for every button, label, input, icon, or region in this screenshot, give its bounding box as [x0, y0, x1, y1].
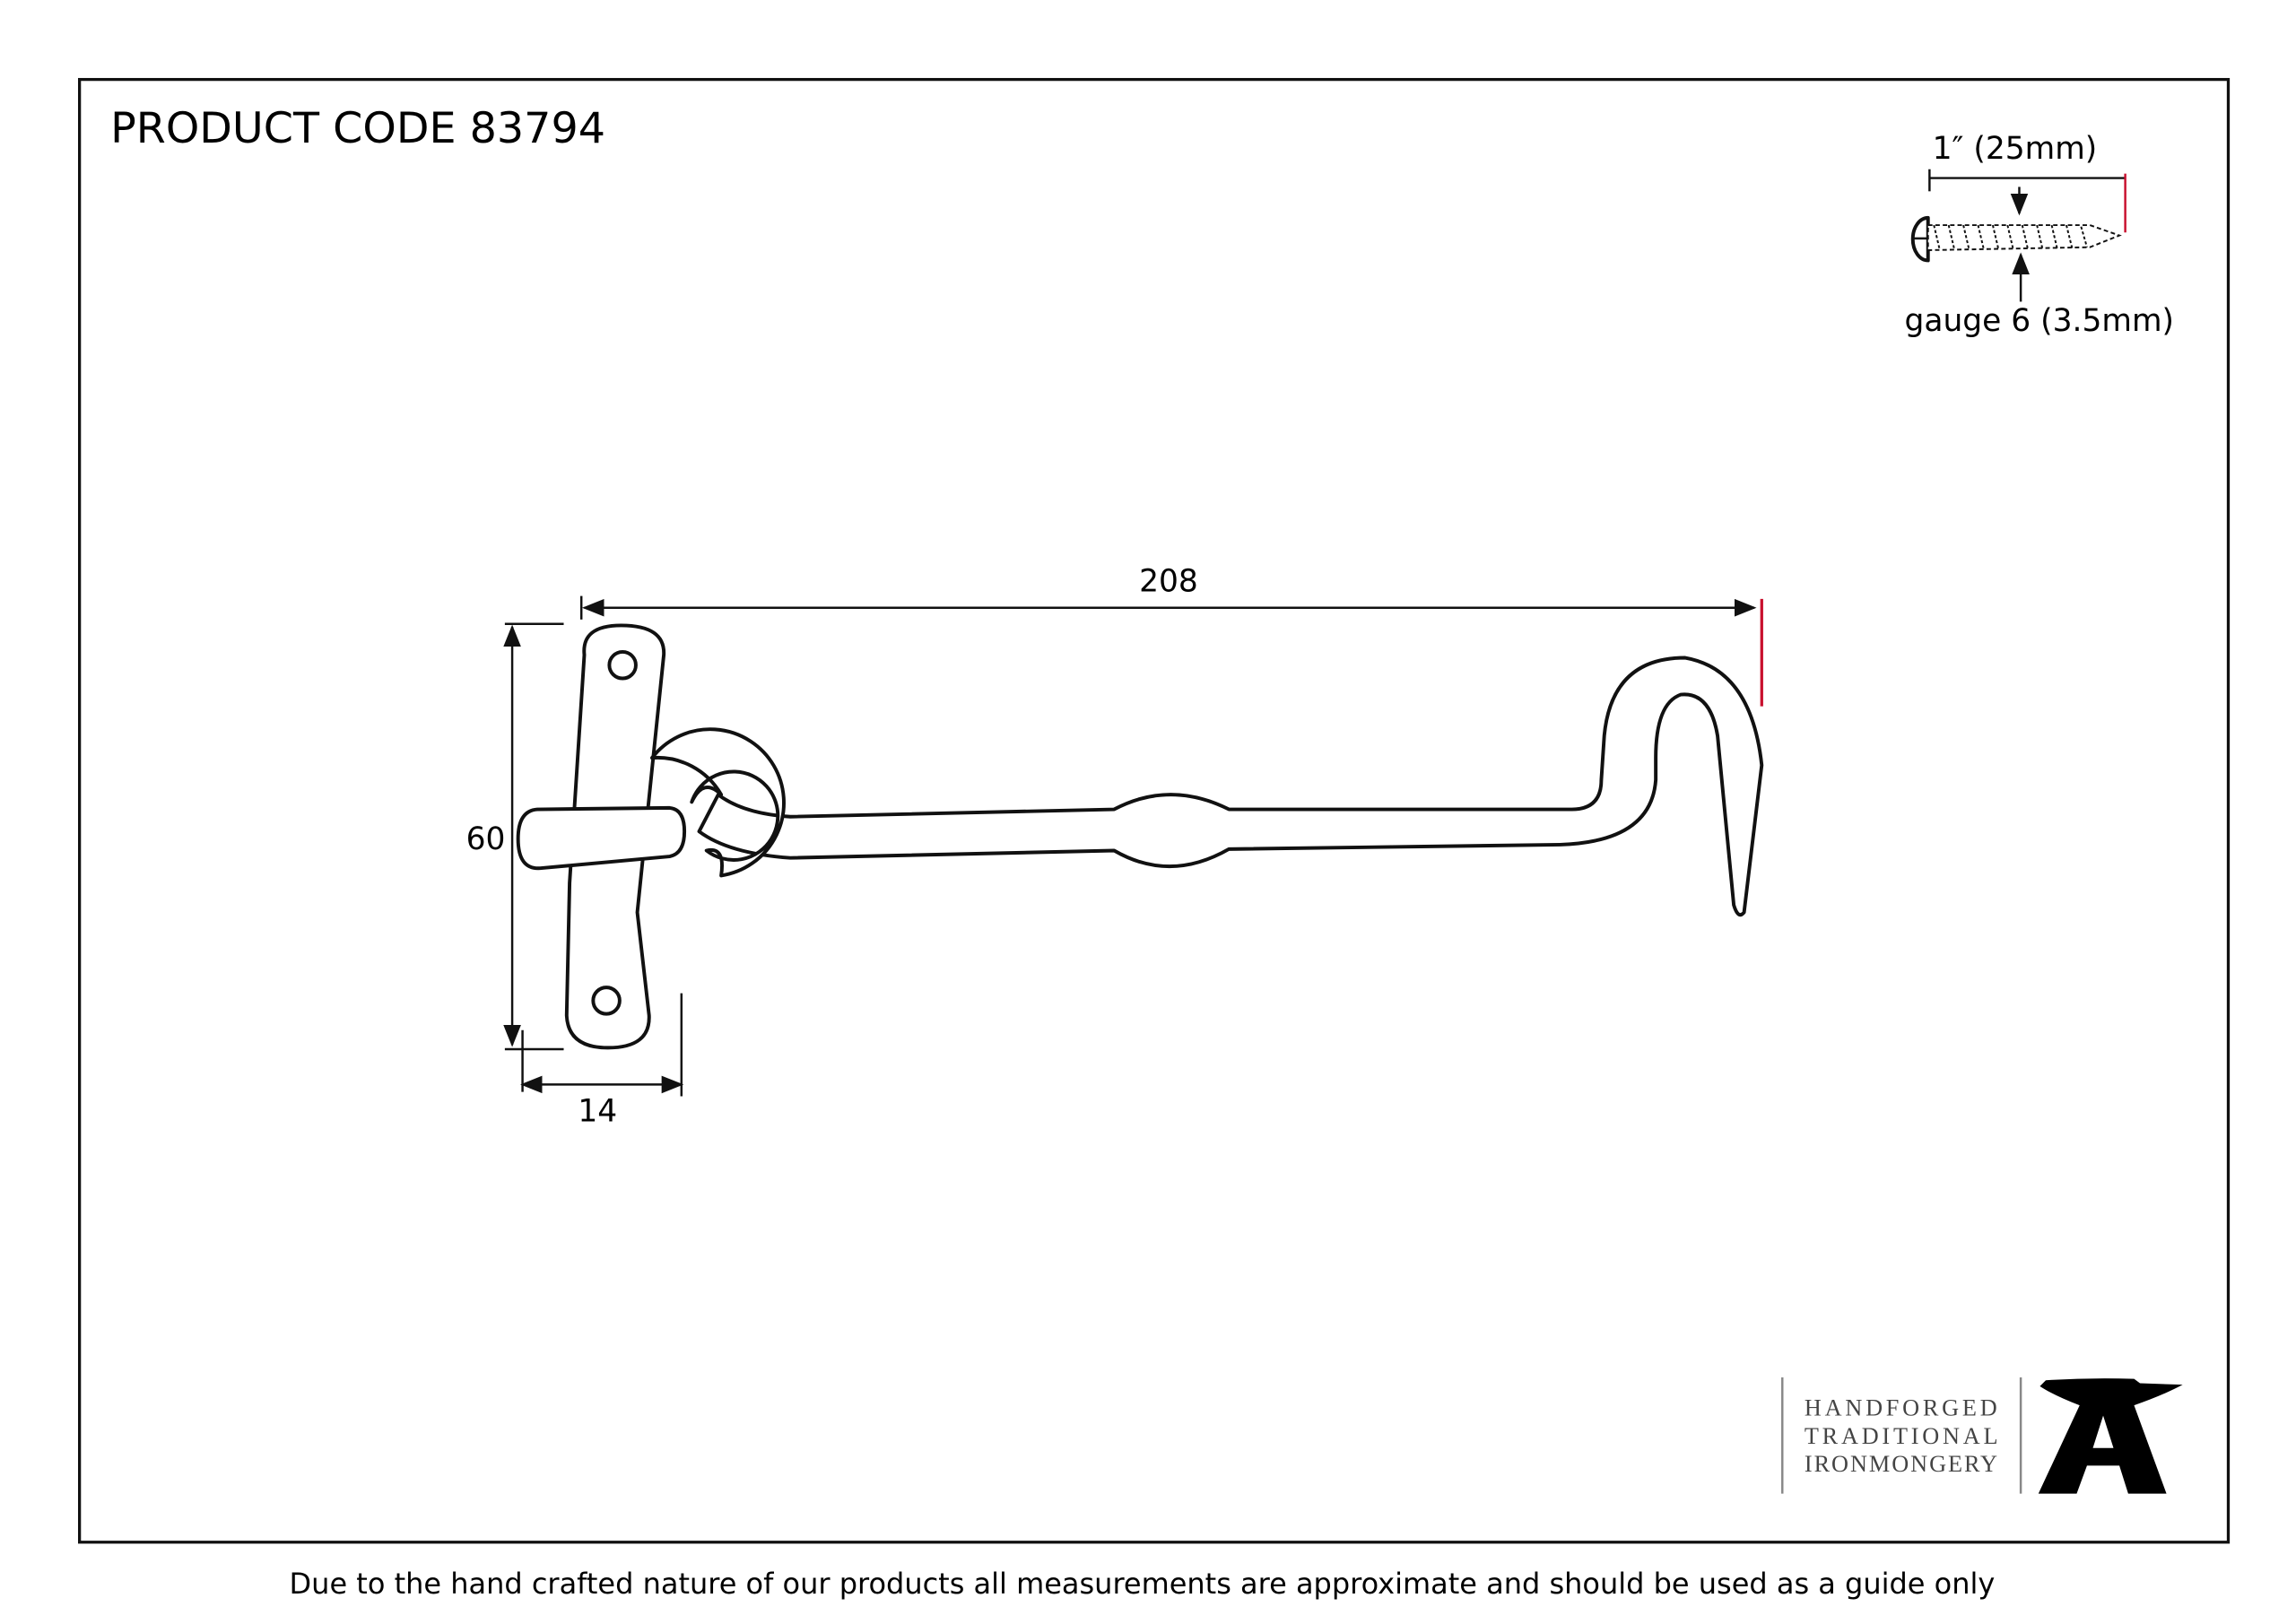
logo-line-1: HANDFORGED — [1805, 1395, 2001, 1421]
dimension-depth: 14 — [520, 993, 684, 1129]
screw-hole-top — [607, 649, 638, 681]
screw-length-label: 1″ (25mm) — [1933, 131, 2098, 167]
screw-gauge-label: gauge 6 (3.5mm) — [1904, 303, 2174, 339]
logo-line-3: IRONMONGERY — [1805, 1451, 1999, 1477]
pivot-pin — [516, 805, 687, 871]
product-code-title: PRODUCT CODE 83794 — [110, 104, 605, 153]
height-value: 60 — [466, 821, 506, 857]
eye-ring — [650, 727, 786, 878]
disclaimer-footer: Due to the hand crafted nature of our pr… — [290, 1567, 1996, 1601]
depth-value: 14 — [578, 1093, 617, 1129]
anvil-icon — [2038, 1378, 2183, 1494]
hook-bar — [697, 656, 1764, 917]
cabin-hook-drawing — [516, 623, 1764, 1050]
logo-line-2: TRADITIONAL — [1805, 1423, 2001, 1449]
length-value: 208 — [1139, 564, 1198, 600]
dimension-length: 208 — [579, 564, 1763, 707]
drawing-frame — [77, 77, 2231, 1544]
screw-spec: 1″ (25mm) gauge 6 (3.5mm) — [1904, 131, 2174, 339]
screw-hole-bottom — [591, 986, 622, 1016]
dimension-height: 60 — [466, 622, 564, 1051]
brand-logo: HANDFORGED TRADITIONAL IRONMONGERY — [1781, 1376, 2183, 1494]
